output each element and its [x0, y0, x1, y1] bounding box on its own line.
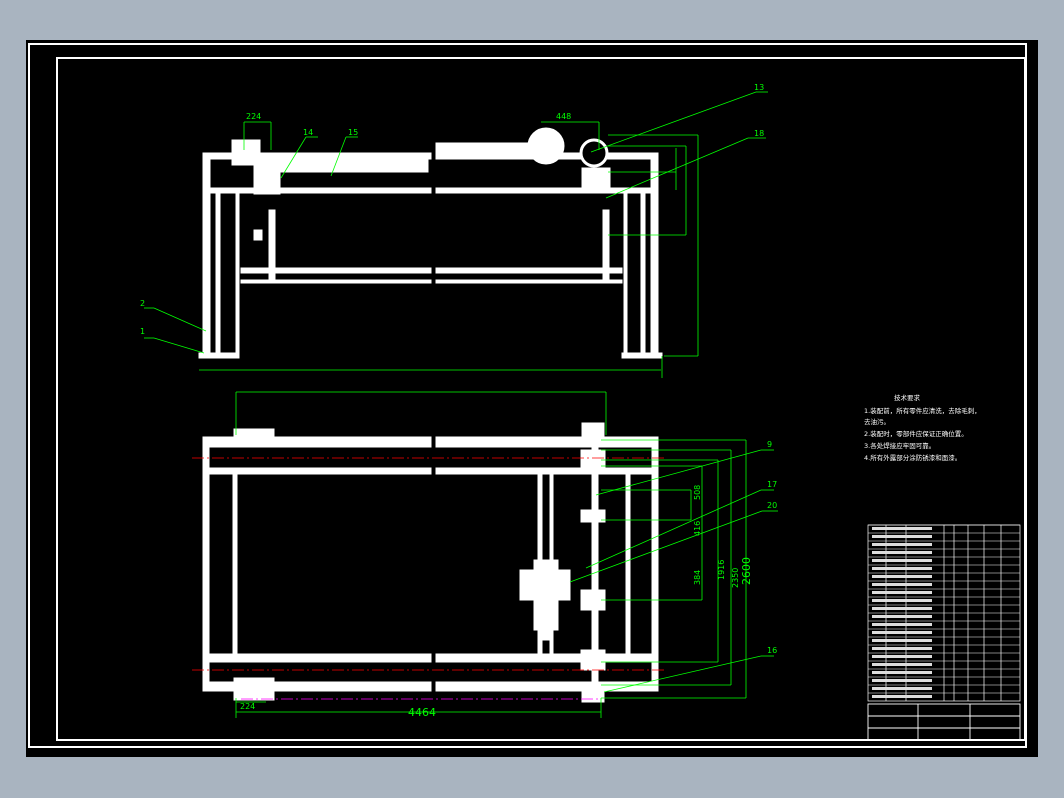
- parts-row-text-block: [872, 583, 932, 586]
- cad-drawing-viewport[interactable]: 224 448 13 14 15 18 2 1: [26, 40, 1038, 757]
- callout-17: 17: [767, 480, 777, 489]
- elevation-dimensions: [144, 91, 768, 378]
- parts-row-text-block: [872, 655, 932, 658]
- dim-448: 448: [556, 112, 571, 121]
- dim-508: 508: [693, 485, 702, 500]
- plan-dimensions: [235, 391, 778, 718]
- title-block: [867, 703, 1021, 741]
- dim-224-bottom: 224: [240, 702, 255, 711]
- parts-row-text-block: [872, 615, 932, 618]
- parts-row-text-block: [872, 575, 932, 578]
- parts-row-text-block: [872, 631, 932, 634]
- parts-row-text-block: [872, 623, 932, 626]
- parts-row-text-block: [872, 639, 932, 642]
- parts-list-rows: [868, 524, 1020, 698]
- dim-2600: 2600: [740, 557, 753, 585]
- parts-row-text-block: [872, 671, 932, 674]
- parts-row-text-block: [872, 591, 932, 594]
- elevation-view: [198, 127, 663, 359]
- callout-2: 2: [140, 299, 145, 308]
- callout-1: 1: [140, 327, 145, 336]
- dim-384: 384: [693, 570, 702, 585]
- parts-row-text-block: [872, 567, 932, 570]
- parts-row-text-block: [872, 647, 932, 650]
- callout-20: 20: [767, 501, 777, 510]
- parts-row-text-block: [872, 551, 932, 554]
- callout-16: 16: [767, 646, 777, 655]
- cad-drawing-canvas: 224 448 13 14 15 18 2 1: [28, 43, 1027, 748]
- parts-row-text-block: [872, 687, 932, 690]
- callout-9: 9: [767, 440, 772, 449]
- parts-row-text-block: [872, 695, 932, 698]
- inner-border: [56, 57, 1026, 741]
- note-line-1: 1.装配前，所有零件应清洗，去除毛刺，: [864, 406, 981, 415]
- callout-15: 15: [348, 128, 358, 137]
- parts-row-text-block: [872, 535, 932, 538]
- dim-416: 416: [693, 521, 702, 536]
- note-line-5: 4.所有外露部分涂防锈漆和面漆。: [864, 453, 961, 462]
- callout-18: 18: [754, 129, 764, 138]
- parts-row-text-block: [872, 559, 932, 562]
- parts-row-text-block: [872, 527, 932, 530]
- note-line-4: 3.各处焊接应牢固可靠。: [864, 441, 935, 450]
- parts-row-text-block: [872, 679, 932, 682]
- dim-224-top: 224: [246, 112, 261, 121]
- notes-title: 技术要求: [894, 393, 921, 402]
- note-line-3: 2.装配时，零部件应保证正确位置。: [864, 429, 968, 438]
- parts-row-text-block: [872, 607, 932, 610]
- dim-2350: 2350: [731, 568, 740, 588]
- parts-row-text-block: [872, 599, 932, 602]
- plan-view: [202, 422, 659, 703]
- note-line-2: 去油污。: [864, 417, 890, 426]
- technical-notes: 技术要求 1.装配前，所有零件应清洗，去除毛刺， 去油污。 2.装配时，零部件应…: [864, 393, 981, 462]
- callout-13: 13: [754, 83, 764, 92]
- parts-row-text-block: [872, 663, 932, 666]
- dim-1916: 1916: [717, 560, 726, 580]
- dim-4464: 4464: [408, 706, 436, 719]
- callout-14: 14: [303, 128, 313, 137]
- parts-row-text-block: [872, 543, 932, 546]
